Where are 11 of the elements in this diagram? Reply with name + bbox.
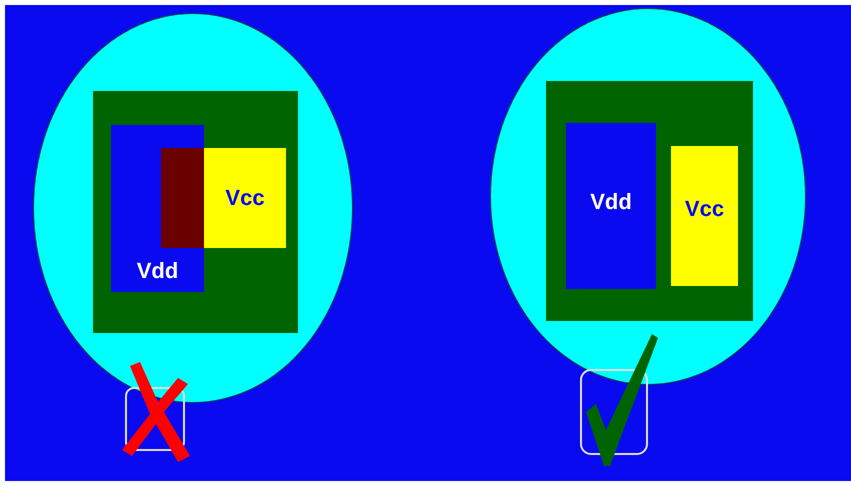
domain-label: Vcc	[684, 196, 724, 222]
domain-label: Vdd	[590, 189, 632, 215]
domain-box	[566, 123, 656, 289]
domain-box	[204, 148, 286, 248]
domain-box	[671, 146, 738, 286]
domain-box	[111, 125, 204, 292]
outer-box	[93, 91, 298, 333]
domain-label: Vdd	[136, 258, 178, 284]
domain-label: Vcc	[225, 185, 265, 211]
overlap-region	[161, 148, 204, 248]
outer-box	[546, 81, 753, 321]
